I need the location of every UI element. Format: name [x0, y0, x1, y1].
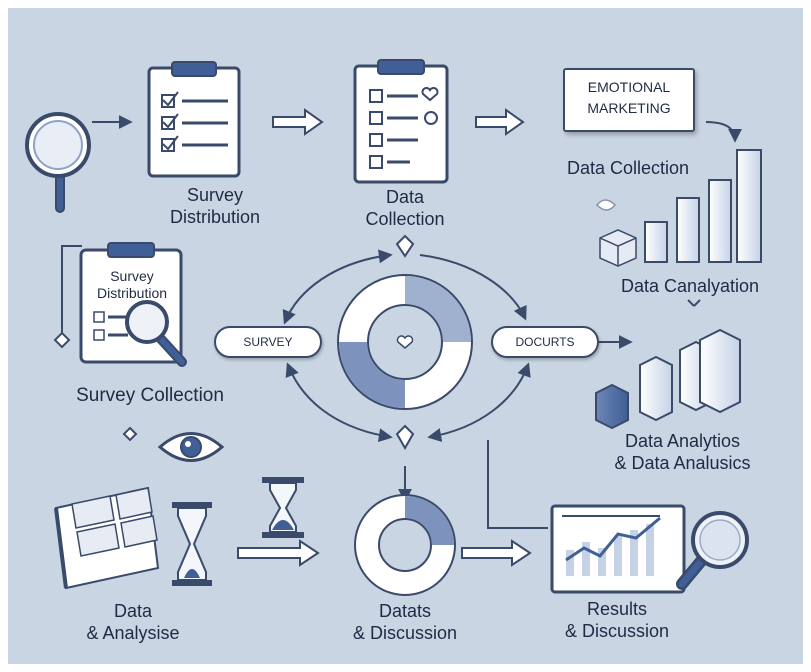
arrow-icon: [237, 539, 320, 567]
connector-line: [487, 440, 548, 529]
hourglass-icon: [172, 502, 212, 586]
data-analytics-label: Data Analytios & Data Analusics: [614, 431, 751, 473]
survey-pill: SURVEY: [214, 326, 322, 358]
datats-discussion-label: Datats & Discussion: [352, 601, 458, 643]
data-canalyation-label: Data Canalyation: [620, 276, 760, 296]
line-chart-magnifier-icon: [550, 504, 749, 594]
donut-chart-icon: [354, 494, 456, 596]
emotional-marketing-note: EMOTIONAL MARKETING: [563, 68, 695, 132]
survey-distribution-label: Survey Distribution: [169, 185, 261, 227]
bar-chart-icon: [644, 149, 762, 263]
cycle-arrows-icon: [282, 249, 531, 443]
connector-line: [61, 245, 82, 334]
results-discussion-label: Results & Discussion: [564, 599, 670, 641]
clipboard-checklist-icon: [147, 61, 241, 178]
data-collection-right-label: Data Collection: [566, 158, 690, 178]
arrow-icon: [461, 539, 532, 567]
chevron-down-icon: [687, 299, 701, 307]
documents-pill: DOCURTS: [491, 326, 599, 358]
diamond-marker-icon: [53, 331, 71, 349]
survey-collection-label: Survey Collection: [76, 385, 224, 406]
eye-icon: [157, 432, 225, 462]
data-collection-top-label: Data Collection: [365, 187, 445, 229]
magnifier-icon: [25, 112, 91, 213]
diamond-marker-icon: [122, 426, 138, 442]
arrow-icon: [475, 108, 525, 136]
bar-chart-icon: [595, 328, 741, 430]
clipboard-hearts-icon: [353, 59, 449, 184]
drop-marker-icon: [395, 424, 415, 451]
arrow-icon: [705, 121, 742, 143]
arrow-icon: [272, 108, 324, 136]
ledger-icon: [54, 486, 160, 590]
emotional-marketing-label: EMOTIONAL MARKETING: [587, 79, 671, 116]
hourglass-icon: [262, 477, 304, 538]
magnifier-icon: [125, 300, 187, 367]
data-analysis-label: Data & Analysise: [86, 601, 180, 643]
donut-chart-icon: [337, 274, 473, 410]
drop-marker-icon: [395, 234, 415, 258]
cube-icon: [595, 199, 637, 267]
survey-distribution-clipboard-label: Survey Distribution: [96, 268, 168, 301]
